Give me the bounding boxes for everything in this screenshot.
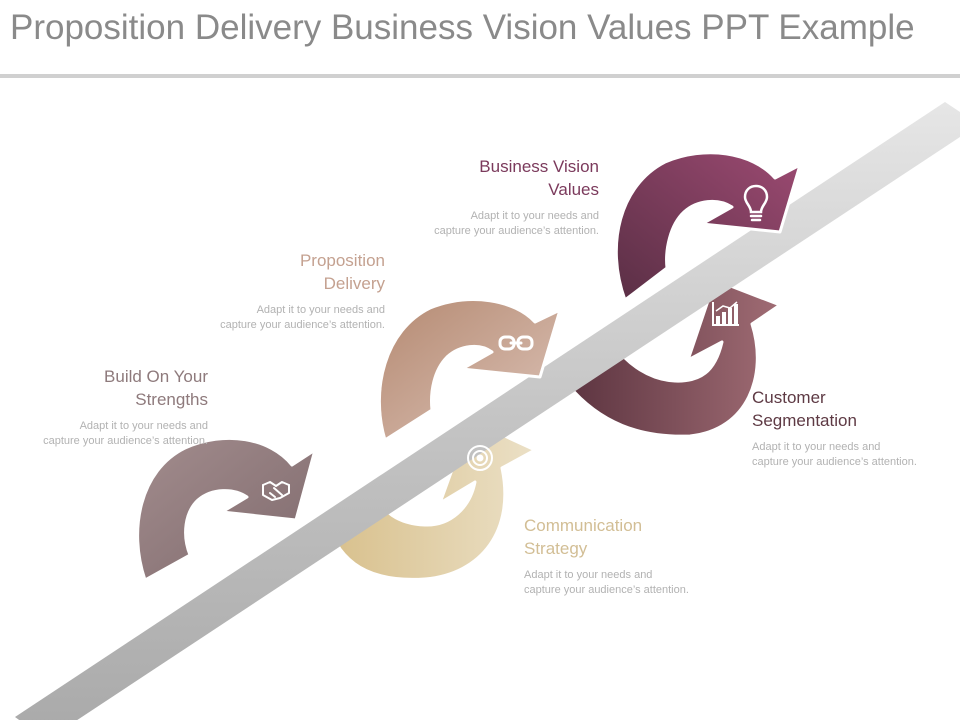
build-description: Adapt it to your needs and capture your … (0, 419, 208, 449)
communication-desc-line2: capture your audience’s attention. (524, 584, 689, 596)
communication-heading-line2: Strategy (524, 539, 588, 558)
bar-chart-icon (712, 301, 739, 326)
communication-description: Adapt it to your needs and capture your … (524, 568, 764, 598)
business-label: Business Vision Values Adapt it to your … (359, 155, 599, 239)
customer-heading: Customer Segmentation (752, 386, 952, 432)
proposition-heading: Proposition Delivery (145, 249, 385, 295)
customer-heading-line2: Segmentation (752, 411, 857, 430)
proposition-arrow (377, 298, 562, 442)
proposition-desc-line1: Adapt it to your needs and (256, 304, 385, 316)
page-title: Proposition Delivery Business Vision Val… (10, 8, 915, 47)
communication-heading-line1: Communication (524, 516, 643, 535)
business-heading: Business Vision Values (359, 155, 599, 201)
build-label: Build On Your Strengths Adapt it to your… (0, 365, 208, 449)
build-desc-line2: capture your audience’s attention. (43, 435, 208, 447)
diagonal-band (15, 102, 960, 720)
proposition-desc-line2: capture your audience’s attention. (220, 319, 385, 331)
customer-desc-line2: capture your audience’s attention. (752, 456, 917, 468)
proposition-description: Adapt it to your needs and capture your … (145, 303, 385, 333)
build-desc-line1: Adapt it to your needs and (79, 420, 208, 432)
business-desc-line1: Adapt it to your needs and (470, 210, 599, 222)
proposition-heading-line1: Proposition (299, 251, 385, 270)
handshake-icon (262, 481, 290, 501)
communication-desc-line1: Adapt it to your needs and (524, 569, 653, 581)
build-heading: Build On Your Strengths (0, 365, 208, 411)
proposition-heading-line2: Delivery (323, 274, 385, 293)
customer-arrow (566, 278, 782, 438)
proposition-label: Proposition Delivery Adapt it to your ne… (145, 249, 385, 333)
title-divider (0, 74, 960, 78)
customer-desc-line1: Adapt it to your needs and (752, 441, 881, 453)
link-icon (498, 335, 534, 351)
build-arrow (136, 436, 317, 582)
business-description: Adapt it to your needs and capture your … (359, 209, 599, 239)
build-heading-line2: Strengths (135, 390, 208, 409)
customer-label: Customer Segmentation Adapt it to your n… (752, 386, 952, 470)
customer-heading-line1: Customer (752, 388, 826, 407)
lightbulb-icon (743, 184, 769, 222)
business-heading-line2: Values (548, 180, 599, 199)
business-desc-line2: capture your audience’s attention. (434, 225, 599, 237)
customer-description: Adapt it to your needs and capture your … (752, 440, 952, 470)
communication-heading: Communication Strategy (524, 514, 764, 560)
business-arrow (614, 151, 802, 302)
business-heading-line1: Business Vision (479, 157, 599, 176)
target-icon (467, 445, 493, 471)
build-heading-line1: Build On Your (104, 367, 208, 386)
communication-label: Communication Strategy Adapt it to your … (524, 514, 764, 598)
communication-arrow (328, 418, 537, 581)
